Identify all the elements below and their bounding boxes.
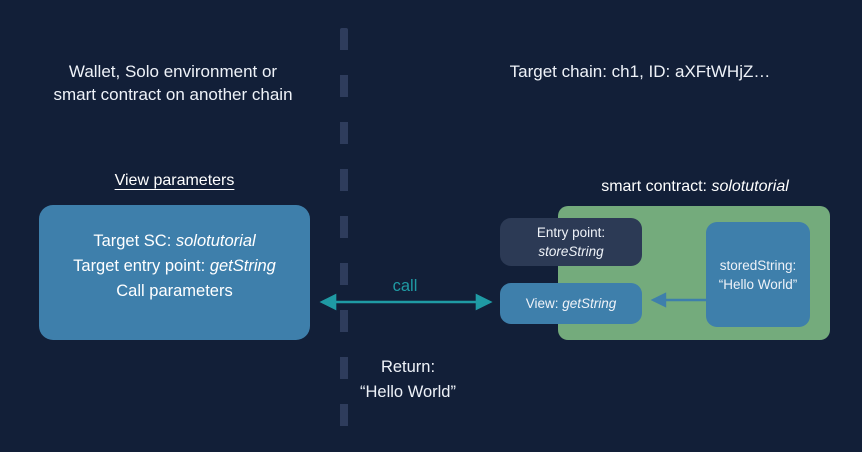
- param-line-target-sc: Target SC: solotutorial: [93, 229, 255, 254]
- return-arrow-label: Return: “Hello World”: [360, 358, 456, 401]
- entry-point-box-line2: storeString: [538, 244, 604, 259]
- param-line-call-parameters: Call parameters: [116, 279, 232, 304]
- smart-contract-label-value: solotutorial: [711, 178, 789, 195]
- smart-contract-label: smart contract: solotutorial: [500, 178, 862, 196]
- view-box-prefix: View:: [525, 296, 563, 311]
- view-box-text: View: getString: [526, 294, 617, 313]
- stored-string-to-view-arrow: [650, 292, 709, 308]
- param-line-target-sc-value: solotutorial: [175, 232, 256, 250]
- view-box-value: getString: [562, 296, 617, 311]
- smart-contract-label-prefix: smart contract:: [601, 178, 712, 195]
- param-line-target-sc-prefix: Target SC:: [93, 232, 176, 250]
- stored-string-box-line1: storedString:: [719, 257, 797, 273]
- param-line-call-parameters-prefix: Call parameters: [116, 282, 233, 300]
- call-arrow-label: call: [392, 277, 418, 295]
- vertical-dashed-divider: [340, 28, 348, 428]
- stored-string-box: storedString: “Hello World”: [706, 222, 810, 327]
- bidirectional-call-arrow: [319, 293, 493, 311]
- left-column-heading: Wallet, Solo environment or smart contra…: [53, 62, 293, 104]
- param-line-entry-point-prefix: Target entry point:: [73, 257, 210, 275]
- stored-string-box-line2: “Hello World”: [718, 276, 798, 292]
- param-line-entry-point: Target entry point: getString: [73, 254, 276, 279]
- entry-point-box-line1: Entry point:: [536, 225, 606, 240]
- view-parameters-box: Target SC: solotutorial Target entry poi…: [39, 205, 310, 340]
- entry-point-box: Entry point: storeString: [500, 218, 642, 266]
- right-column-heading: Target chain: ch1, ID: aXFtWHjZ…: [509, 62, 771, 81]
- param-line-entry-point-value: getString: [209, 257, 276, 275]
- view-get-string-box: View: getString: [500, 283, 642, 324]
- view-parameters-label: View parameters: [114, 172, 235, 189]
